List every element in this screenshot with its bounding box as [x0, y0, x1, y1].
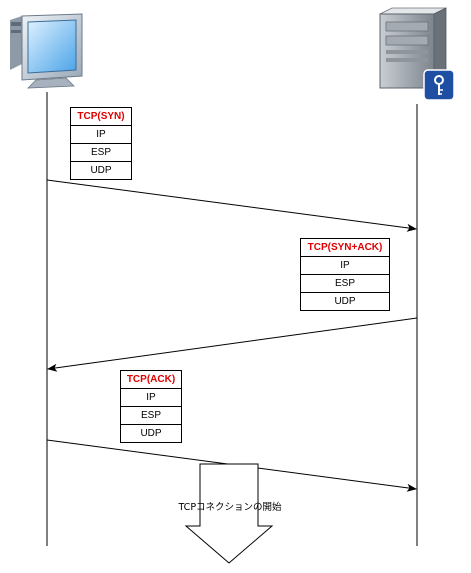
layer-esp: ESP — [120, 406, 182, 425]
syn-ack-arrow — [47, 317, 418, 372]
layer-ip: IP — [120, 388, 182, 407]
layer-udp: UDP — [300, 292, 390, 311]
packet-stack-syn: TCP(SYN) IP ESP UDP — [70, 107, 132, 180]
key-badge-icon — [423, 69, 455, 101]
layer-ip: IP — [70, 125, 132, 144]
connection-start-arrow — [184, 463, 274, 564]
packet-header: TCP(SYN+ACK) — [300, 238, 390, 257]
desktop-computer-icon — [10, 13, 83, 89]
packet-header: TCP(ACK) — [120, 370, 182, 389]
connection-start-label: TCPコネクションの開始 — [178, 502, 282, 513]
layer-esp: ESP — [70, 143, 132, 162]
layer-ip: IP — [300, 256, 390, 275]
layer-esp: ESP — [300, 274, 390, 293]
packet-header: TCP(SYN) — [70, 107, 132, 126]
packet-stack-syn-ack: TCP(SYN+ACK) IP ESP UDP — [300, 238, 390, 311]
packet-stack-ack: TCP(ACK) IP ESP UDP — [120, 370, 182, 443]
layer-udp: UDP — [120, 424, 182, 443]
server-with-key-icon — [379, 7, 447, 89]
layer-udp: UDP — [70, 161, 132, 180]
syn-arrow — [46, 179, 417, 232]
